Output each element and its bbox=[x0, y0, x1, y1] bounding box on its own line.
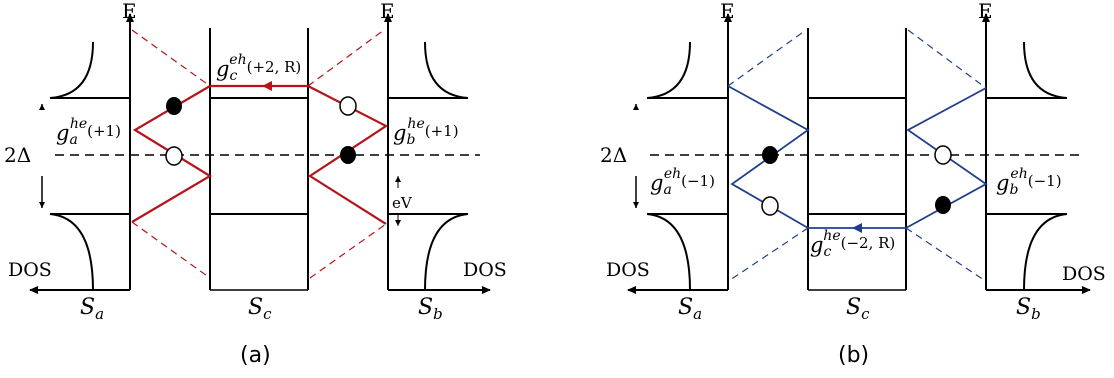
andreev-direction-arrow-b bbox=[852, 223, 862, 233]
hole-open-dot bbox=[165, 146, 183, 166]
dashed-ext-3-b bbox=[729, 227, 809, 281]
energy-label-left-b: E bbox=[720, 0, 735, 23]
energy-label-right: E bbox=[380, 0, 395, 23]
sa-dos-lower-curve-b bbox=[646, 213, 691, 291]
sa-dos-upper-curve-b bbox=[646, 41, 691, 99]
dos-label-left-b: DOS bbox=[606, 259, 650, 281]
sb-dos-upper-curve-b bbox=[1023, 41, 1068, 99]
dashed-ext-4 bbox=[309, 223, 387, 279]
dashed-ext-1-b bbox=[727, 29, 807, 87]
ga-label-b: gaeh(−1) bbox=[650, 166, 715, 198]
ga-label: gahe(+1) bbox=[56, 116, 121, 148]
gap-label: 2Δ bbox=[4, 143, 31, 167]
dos-label-right-b: DOS bbox=[1062, 263, 1106, 285]
gc-label-b: gche(−2, R) bbox=[810, 228, 895, 260]
electron-filled-dot-right bbox=[340, 146, 356, 164]
sc-label: Sc bbox=[248, 295, 272, 323]
andreev-direction-arrow bbox=[262, 81, 272, 91]
dashed-ext-2-b bbox=[907, 29, 987, 89]
panel-b: E E DOS DOS 2Δ Sa Sc Sb gaeh(−1) gbeh(−1… bbox=[600, 0, 1106, 368]
sa-label-b: Sa bbox=[678, 295, 702, 323]
dos-label-right: DOS bbox=[463, 259, 507, 281]
sa-dos-upper-curve bbox=[49, 41, 94, 99]
gc-label: gceh(+2, R) bbox=[216, 52, 301, 84]
panel-a: E E DOS DOS 2Δ eV Sa Sc Sb gahe(+1) gbhe… bbox=[4, 0, 507, 368]
dos-label-left: DOS bbox=[8, 259, 52, 281]
sb-label: Sb bbox=[418, 295, 443, 323]
sa-dos-lower-curve bbox=[49, 213, 94, 291]
dashed-ext-4-b bbox=[905, 227, 985, 281]
hole-open-dot-right-b bbox=[934, 145, 952, 165]
electron-filled-dot bbox=[166, 97, 182, 115]
sa-label: Sa bbox=[80, 295, 104, 323]
dashed-ext-3 bbox=[131, 221, 211, 279]
sb-dos-upper-curve bbox=[424, 41, 469, 99]
sc-label-b: Sc bbox=[846, 295, 870, 323]
hole-open-dot-right bbox=[339, 96, 357, 116]
gb-label: gbhe(+1) bbox=[393, 116, 459, 148]
energy-label-left: E bbox=[122, 0, 137, 23]
dashed-ext-1 bbox=[131, 29, 211, 87]
sb-label-b: Sb bbox=[1016, 295, 1041, 323]
electron-filled-dot-right-b bbox=[935, 196, 951, 214]
electron-filled-dot-b bbox=[762, 146, 778, 164]
energy-label-right-b: E bbox=[978, 0, 993, 23]
gb-label-b: gbeh(−1) bbox=[996, 166, 1062, 198]
ev-label: eV bbox=[392, 194, 413, 212]
caption-b: (b) bbox=[838, 343, 869, 368]
sb-dos-lower-curve-b bbox=[1023, 213, 1068, 291]
caption-a: (a) bbox=[240, 343, 271, 368]
gap-label-b: 2Δ bbox=[600, 143, 627, 167]
hole-open-dot-b bbox=[761, 196, 779, 216]
sb-dos-lower-curve bbox=[424, 213, 469, 291]
dashed-ext-2 bbox=[307, 29, 385, 87]
